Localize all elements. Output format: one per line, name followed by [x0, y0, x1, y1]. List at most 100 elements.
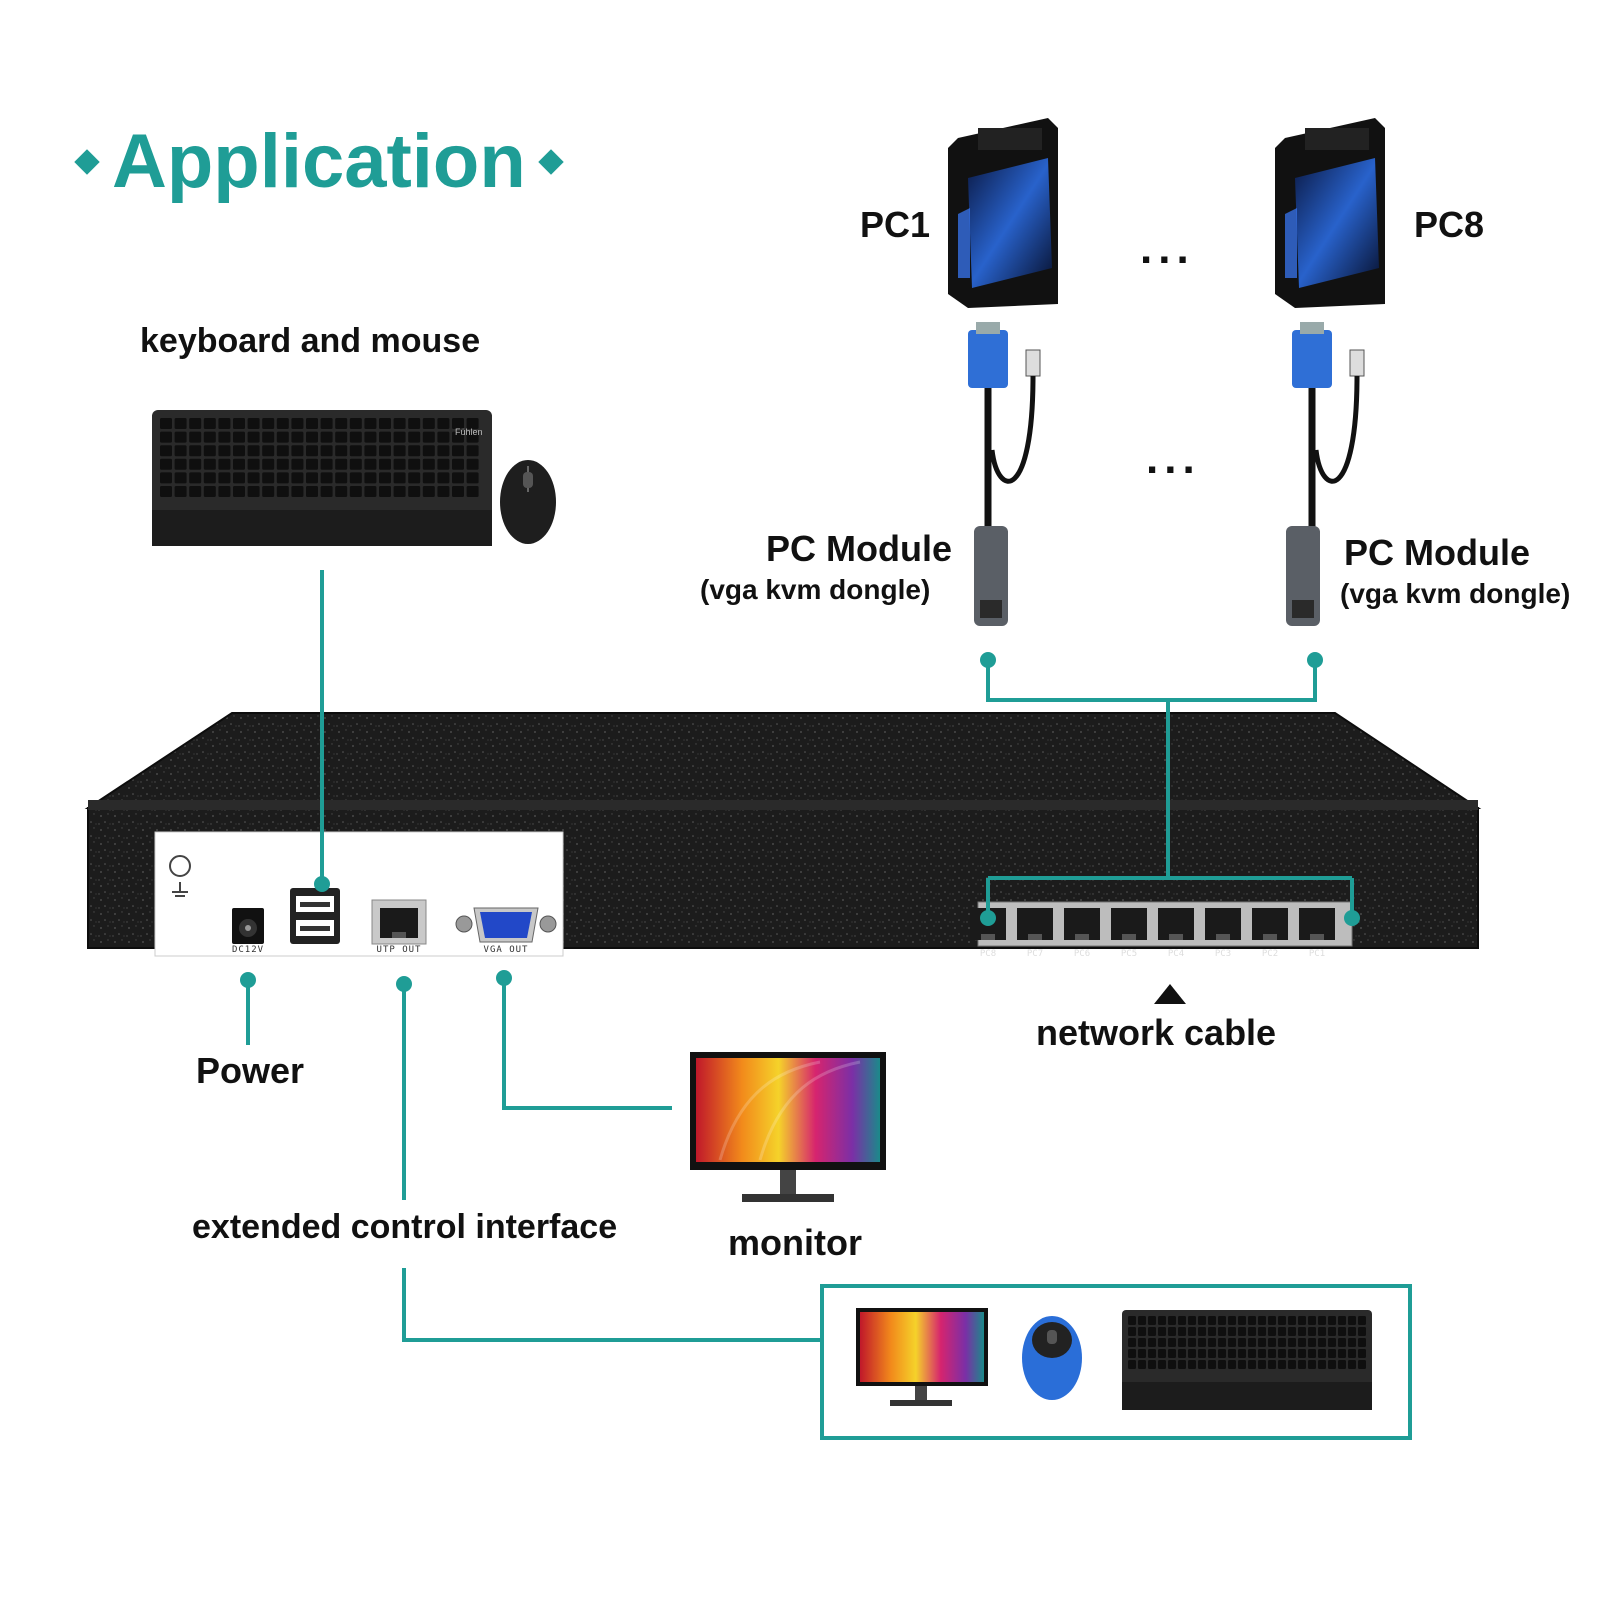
key — [335, 458, 348, 470]
arrow-up-icon — [1154, 984, 1186, 1004]
key — [262, 418, 275, 429]
key — [1298, 1316, 1306, 1325]
key — [466, 458, 479, 470]
key — [1338, 1360, 1346, 1369]
key — [1228, 1316, 1236, 1325]
pc-module-right-sub: (vga kvm dongle) — [1340, 578, 1571, 609]
pc8-label: PC8 — [1414, 204, 1485, 245]
ground-icon — [169, 855, 191, 897]
power-label: Power — [196, 1050, 305, 1091]
key — [276, 445, 289, 457]
rj45-port-pc2 — [1252, 908, 1288, 940]
key — [1238, 1349, 1246, 1358]
key — [466, 486, 479, 497]
key — [393, 431, 406, 443]
key — [174, 431, 187, 443]
connection-dots — [240, 652, 1360, 992]
key — [1248, 1316, 1256, 1325]
key — [1328, 1349, 1336, 1358]
key — [1228, 1338, 1236, 1347]
network-cable-label: network cable — [1036, 1012, 1277, 1053]
key — [1348, 1360, 1356, 1369]
key — [218, 431, 231, 443]
key — [452, 458, 464, 470]
pc-port-label: PC6 — [1074, 949, 1090, 959]
usb-port-icon — [290, 888, 340, 944]
rj45-port-pc1 — [1299, 908, 1335, 940]
key — [335, 445, 348, 457]
key — [247, 418, 260, 429]
key — [1308, 1349, 1316, 1358]
key — [1288, 1316, 1296, 1325]
key — [379, 418, 391, 429]
key — [1288, 1338, 1296, 1347]
key — [1248, 1327, 1256, 1336]
key — [1258, 1316, 1266, 1325]
key — [291, 486, 304, 497]
pc-module-left-sub: (vga kvm dongle) — [700, 574, 931, 605]
key — [1158, 1316, 1166, 1325]
key — [1178, 1327, 1186, 1336]
key — [1248, 1338, 1256, 1347]
pc-module-left-label: PC Module — [766, 528, 952, 569]
key — [1278, 1316, 1286, 1325]
pc-port-label: PC8 — [980, 949, 996, 959]
key — [1138, 1327, 1146, 1336]
key — [189, 486, 202, 497]
key — [276, 418, 289, 429]
key — [1238, 1327, 1246, 1336]
key — [174, 486, 187, 497]
key — [1178, 1338, 1186, 1347]
key — [320, 472, 333, 484]
key — [1328, 1360, 1336, 1369]
monitor-icon — [690, 1052, 886, 1202]
key — [393, 458, 406, 470]
key — [1358, 1338, 1366, 1347]
key — [276, 431, 289, 443]
key — [1348, 1316, 1356, 1325]
key — [174, 472, 187, 484]
key — [364, 445, 377, 457]
key — [379, 486, 391, 497]
key — [1308, 1338, 1316, 1347]
key — [1158, 1360, 1166, 1369]
key — [320, 458, 333, 470]
key — [379, 431, 391, 443]
key — [262, 431, 275, 443]
key — [1208, 1316, 1216, 1325]
key — [1318, 1349, 1326, 1358]
extended-console-box — [820, 1284, 1412, 1440]
key — [189, 445, 202, 457]
key — [1338, 1316, 1346, 1325]
key — [1138, 1349, 1146, 1358]
pc-tower-icon — [1275, 118, 1385, 308]
key — [291, 418, 304, 429]
key — [1208, 1338, 1216, 1347]
key — [189, 431, 202, 443]
key — [1208, 1349, 1216, 1358]
key — [233, 458, 245, 470]
key — [466, 472, 479, 484]
key — [1298, 1338, 1306, 1347]
key — [1358, 1360, 1366, 1369]
power-jack-icon — [232, 908, 264, 944]
rj45-port-icon — [371, 899, 427, 945]
key — [408, 418, 421, 429]
key — [1138, 1316, 1146, 1325]
key — [1258, 1338, 1266, 1347]
keyboard-mouse-label: keyboard and mouse — [140, 322, 481, 360]
key — [1258, 1360, 1266, 1369]
key — [276, 486, 289, 497]
ellipsis-middle: ... — [1146, 434, 1201, 483]
key — [1168, 1316, 1176, 1325]
key — [218, 418, 231, 429]
key — [1328, 1338, 1336, 1347]
key — [1278, 1327, 1286, 1336]
key — [1128, 1360, 1136, 1369]
rj45-port-pc3 — [1205, 908, 1241, 940]
key — [262, 472, 275, 484]
rj45-port-pc7 — [1017, 908, 1053, 940]
key — [247, 472, 260, 484]
